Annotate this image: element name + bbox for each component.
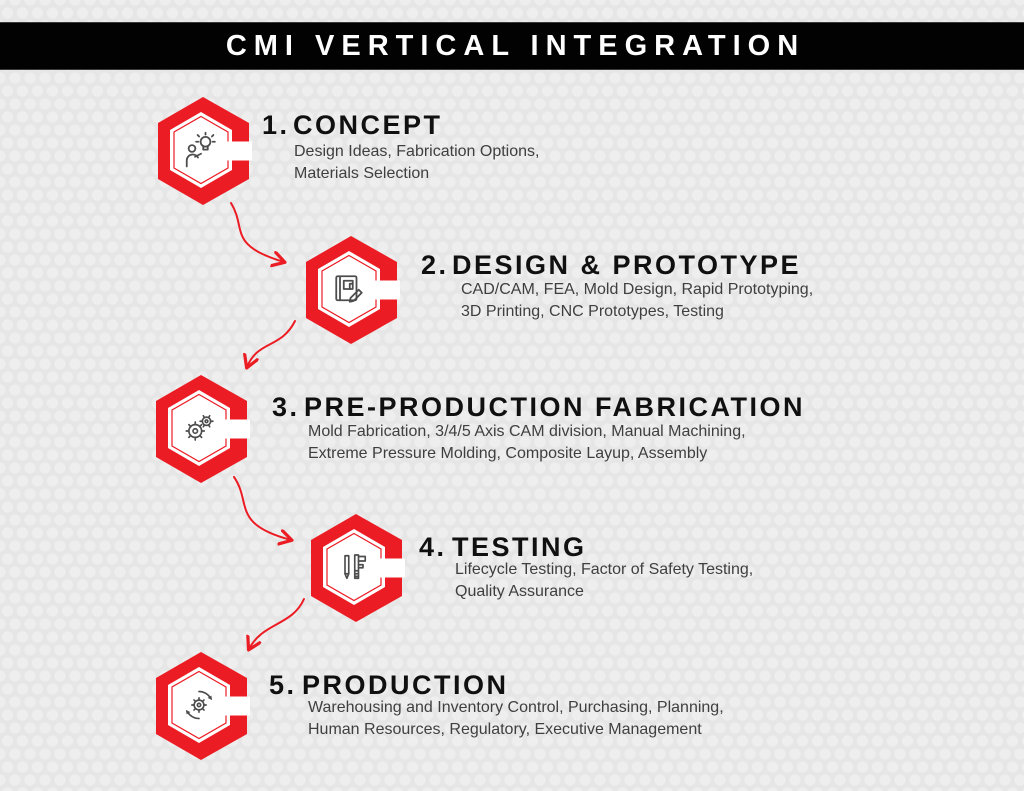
cmi-hexagon-c-logo <box>156 375 250 483</box>
step-4-number: 4. <box>419 532 447 562</box>
step-2-title: DESIGN & PROTOTYPE <box>452 250 802 280</box>
step-3-title: PRE-PRODUCTION FABRICATION <box>304 392 805 422</box>
cmi-hexagon-c-logo <box>156 652 250 760</box>
step-1-title: CONCEPT <box>293 110 443 140</box>
arrow-step4-to-step5 <box>249 598 305 649</box>
caliper-pencil-icon <box>344 554 367 580</box>
cmi-hexagon-c-logo <box>311 514 405 622</box>
step-1-description: Design Ideas, Fabrication Options, Mater… <box>294 143 540 182</box>
step-2-number: 2. <box>421 250 449 280</box>
step-3-hex-logo <box>153 373 250 485</box>
arrow-step1-to-step2 <box>230 202 284 262</box>
step-2-description: CAD/CAM, FEA, Mold Design, Rapid Prototy… <box>461 281 814 320</box>
arrow-step3-to-step4 <box>233 476 291 540</box>
page-title: CMI VERTICAL INTEGRATION <box>225 29 806 62</box>
blueprint-pencil-icon <box>335 275 363 303</box>
cmi-hexagon-c-logo <box>306 236 400 344</box>
step-4-title: TESTING <box>452 532 587 562</box>
step-1-hex-logo <box>155 95 252 207</box>
cmi-hexagon-c-logo <box>158 97 252 205</box>
step-5-hex-logo <box>153 650 250 762</box>
step-2-hex-logo <box>303 234 400 346</box>
gears-icon <box>185 414 214 441</box>
arrow-step2-to-step3 <box>247 320 296 367</box>
idea-person-lightbulb-icon <box>185 131 216 168</box>
title-bar: CMI VERTICAL INTEGRATION <box>0 22 1024 70</box>
gear-cycle-arrows-icon <box>185 690 213 720</box>
step-5-title: PRODUCTION <box>302 670 509 700</box>
step-5-number: 5. <box>269 670 297 700</box>
step-3-number: 3. <box>272 392 300 422</box>
step-4-hex-logo <box>308 512 405 624</box>
step-3-description: Mold Fabrication, 3/4/5 Axis CAM divisio… <box>308 423 746 462</box>
step-4-description: Lifecycle Testing, Factor of Safety Test… <box>455 561 754 600</box>
step-5-description: Warehousing and Inventory Control, Purch… <box>308 699 724 738</box>
step-1-number: 1. <box>262 110 290 140</box>
